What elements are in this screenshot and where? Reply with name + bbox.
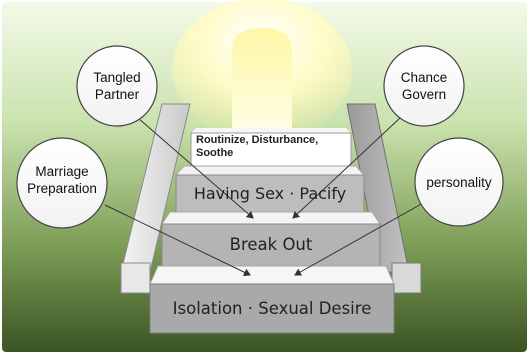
step-4-label: Routinize, Disturbance, Soothe: [196, 134, 356, 160]
step-2-label: Break Out: [162, 235, 380, 254]
right-railing-post: [392, 263, 421, 293]
light-doorway: [232, 28, 292, 132]
chance-govern-label: Chance Govern: [384, 69, 464, 103]
step-1-label: Isolation · Sexual Desire: [150, 299, 394, 318]
personality-label: personality: [415, 174, 503, 191]
left-railing-post: [121, 263, 150, 293]
tangled-partner-label: Tangled Partner: [77, 69, 157, 103]
step-3-label: Having Sex · Pacify: [176, 184, 364, 203]
marriage-preparation-label: Marriage Preparation: [17, 163, 107, 197]
